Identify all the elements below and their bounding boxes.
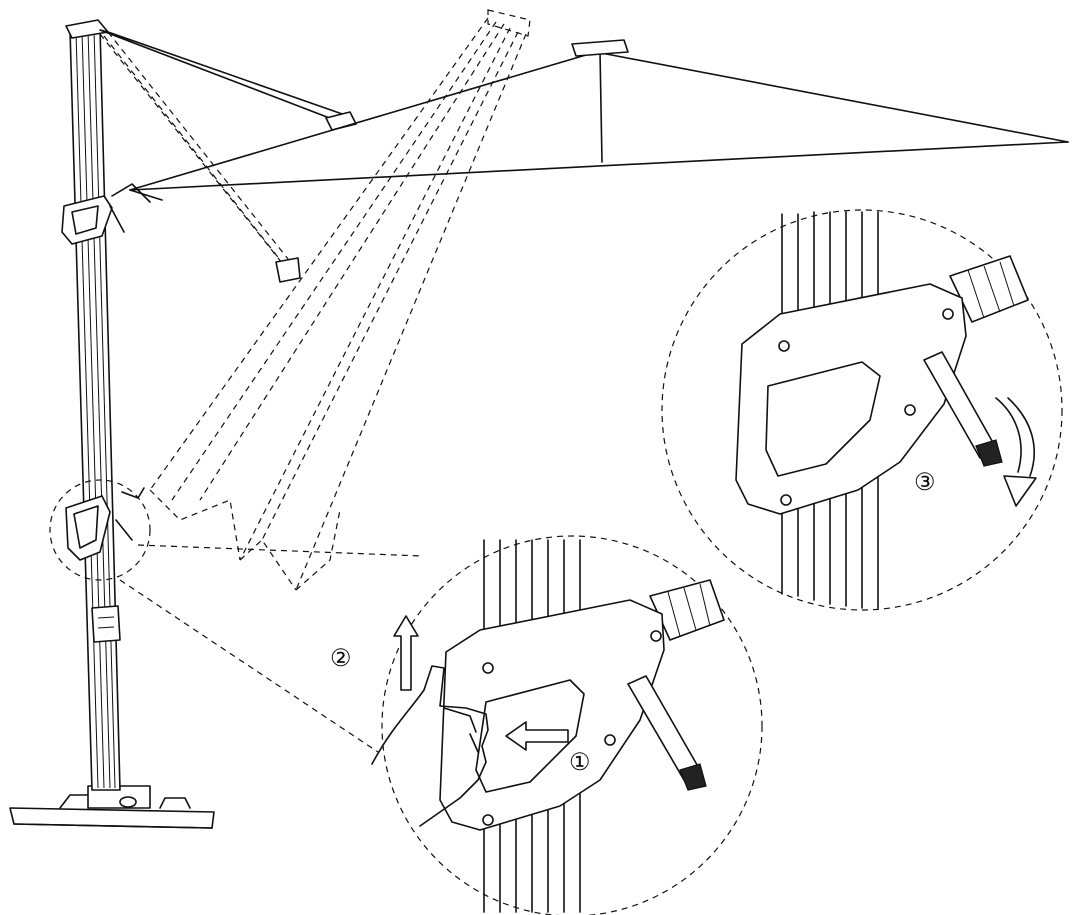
tilt-ghost-canopy — [149, 9, 531, 591]
umbrella-base — [9, 785, 215, 829]
step-2-label: ② — [330, 644, 352, 672]
detail-leader-lines — [119, 544, 423, 753]
detail-circle-small — [49, 479, 151, 581]
umbrella-arm — [99, 29, 357, 283]
step-1-label: ① — [569, 748, 591, 776]
umbrella-pole — [65, 19, 121, 791]
step-3-label: ③ — [914, 468, 936, 496]
upper-handle — [61, 183, 163, 245]
detail-circle-lower — [371, 535, 763, 915]
detail-circle-upper — [661, 209, 1063, 611]
umbrella-canopy — [129, 39, 1069, 191]
